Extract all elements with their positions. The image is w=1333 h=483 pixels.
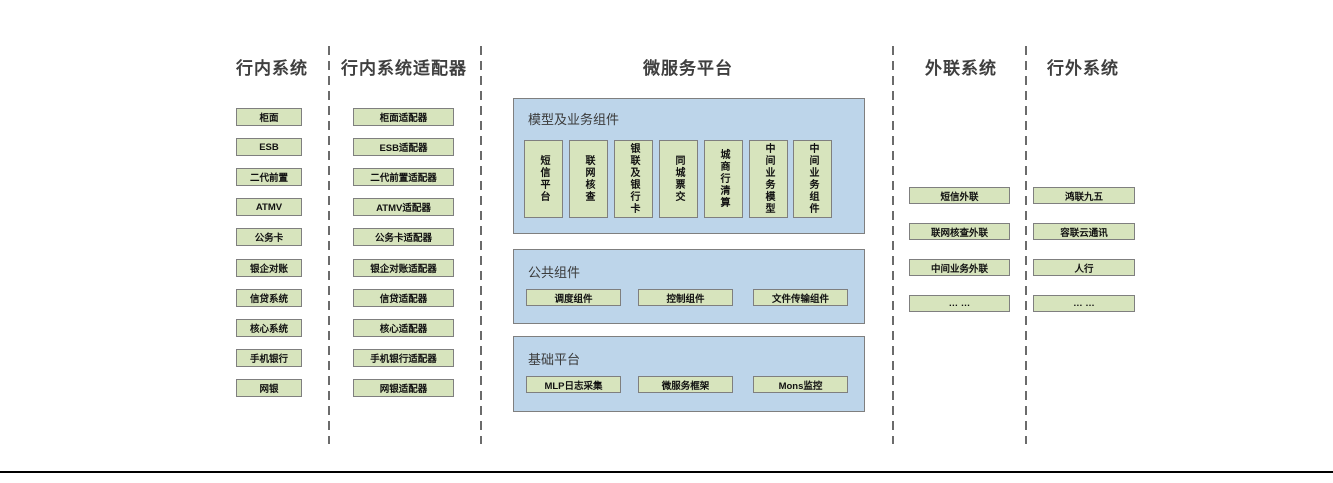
header-internal-systems: 行内系统 — [236, 59, 308, 78]
outside-box-honglian95: 鸿联九五 — [1033, 187, 1135, 204]
component-mons-monitor: Mons监控 — [753, 376, 848, 393]
divider-3 — [892, 46, 894, 444]
group-label: 基础平台 — [528, 352, 581, 367]
component-city-bill-exchange: 同城票交 — [659, 140, 698, 218]
header-internal-adapters: 行内系统适配器 — [341, 59, 467, 78]
divider-4 — [1025, 46, 1027, 444]
group-common-components: 公共组件 调度组件 控制组件 文件传输组件 — [513, 249, 865, 324]
header-microservice-platform: 微服务平台 — [643, 59, 733, 78]
adapter-box-yinqi: 银企对账适配器 — [353, 259, 454, 277]
component-microservice-framework: 微服务框架 — [638, 376, 733, 393]
component-mlp-log-collect: MLP日志采集 — [526, 376, 621, 393]
system-box-shouji: 手机银行 — [236, 349, 302, 367]
adapter-box-gongwuka: 公务卡适配器 — [353, 228, 454, 246]
adapter-box-atmv: ATMV适配器 — [353, 198, 454, 216]
adapter-box-wangyin: 网银适配器 — [353, 379, 454, 397]
group-model-business-components: 模型及业务组件 短信平台 联网核查 银联及银行卡 同城票交 城商行清算 中间业务… — [513, 98, 865, 234]
adapter-box-esb: ESB适配器 — [353, 138, 454, 156]
extlink-box-network-check: 联网核查外联 — [909, 223, 1010, 240]
group-label: 公共组件 — [528, 265, 581, 280]
system-box-yinqi: 银企对账 — [236, 259, 302, 277]
system-box-guimian: 柜面 — [236, 108, 302, 126]
component-city-bank-clearing: 城商行清算 — [704, 140, 743, 218]
component-network-check: 联网核查 — [569, 140, 608, 218]
system-box-gongwuka: 公务卡 — [236, 228, 302, 246]
component-intermediate-business-model: 中间业务模型 — [749, 140, 788, 218]
extlink-box-intermediate-business: 中间业务外联 — [909, 259, 1010, 276]
component-intermediate-business-component: 中间业务组件 — [793, 140, 832, 218]
component-file-transfer: 文件传输组件 — [753, 289, 848, 306]
group-label: 模型及业务组件 — [528, 112, 620, 127]
component-scheduler: 调度组件 — [526, 289, 621, 306]
extlink-box-sms: 短信外联 — [909, 187, 1010, 204]
adapter-box-hexin: 核心适配器 — [353, 319, 454, 337]
system-box-atmv: ATMV — [236, 198, 302, 216]
system-box-wangyin: 网银 — [236, 379, 302, 397]
divider-2 — [480, 46, 482, 444]
outside-box-pboc: 人行 — [1033, 259, 1135, 276]
adapter-box-shouji: 手机银行适配器 — [353, 349, 454, 367]
header-outside-systems: 行外系统 — [1047, 59, 1119, 78]
divider-1 — [328, 46, 330, 444]
adapter-box-erdai: 二代前置适配器 — [353, 168, 454, 186]
component-unionpay-bankcard: 银联及银行卡 — [614, 140, 653, 218]
system-box-erdai: 二代前置 — [236, 168, 302, 186]
adapter-box-guimian: 柜面适配器 — [353, 108, 454, 126]
adapter-box-xindai: 信贷适配器 — [353, 289, 454, 307]
extlink-box-more: … … — [909, 295, 1010, 312]
group-base-platform: 基础平台 MLP日志采集 微服务框架 Mons监控 — [513, 336, 865, 412]
system-box-xindai: 信贷系统 — [236, 289, 302, 307]
outside-box-more: … … — [1033, 295, 1135, 312]
header-external-link-systems: 外联系统 — [925, 59, 997, 78]
component-control: 控制组件 — [638, 289, 733, 306]
system-box-esb: ESB — [236, 138, 302, 156]
system-box-hexin: 核心系统 — [236, 319, 302, 337]
outside-box-ronglian-cloud: 容联云通讯 — [1033, 223, 1135, 240]
component-sms-platform: 短信平台 — [524, 140, 563, 218]
bottom-rule — [0, 471, 1333, 473]
